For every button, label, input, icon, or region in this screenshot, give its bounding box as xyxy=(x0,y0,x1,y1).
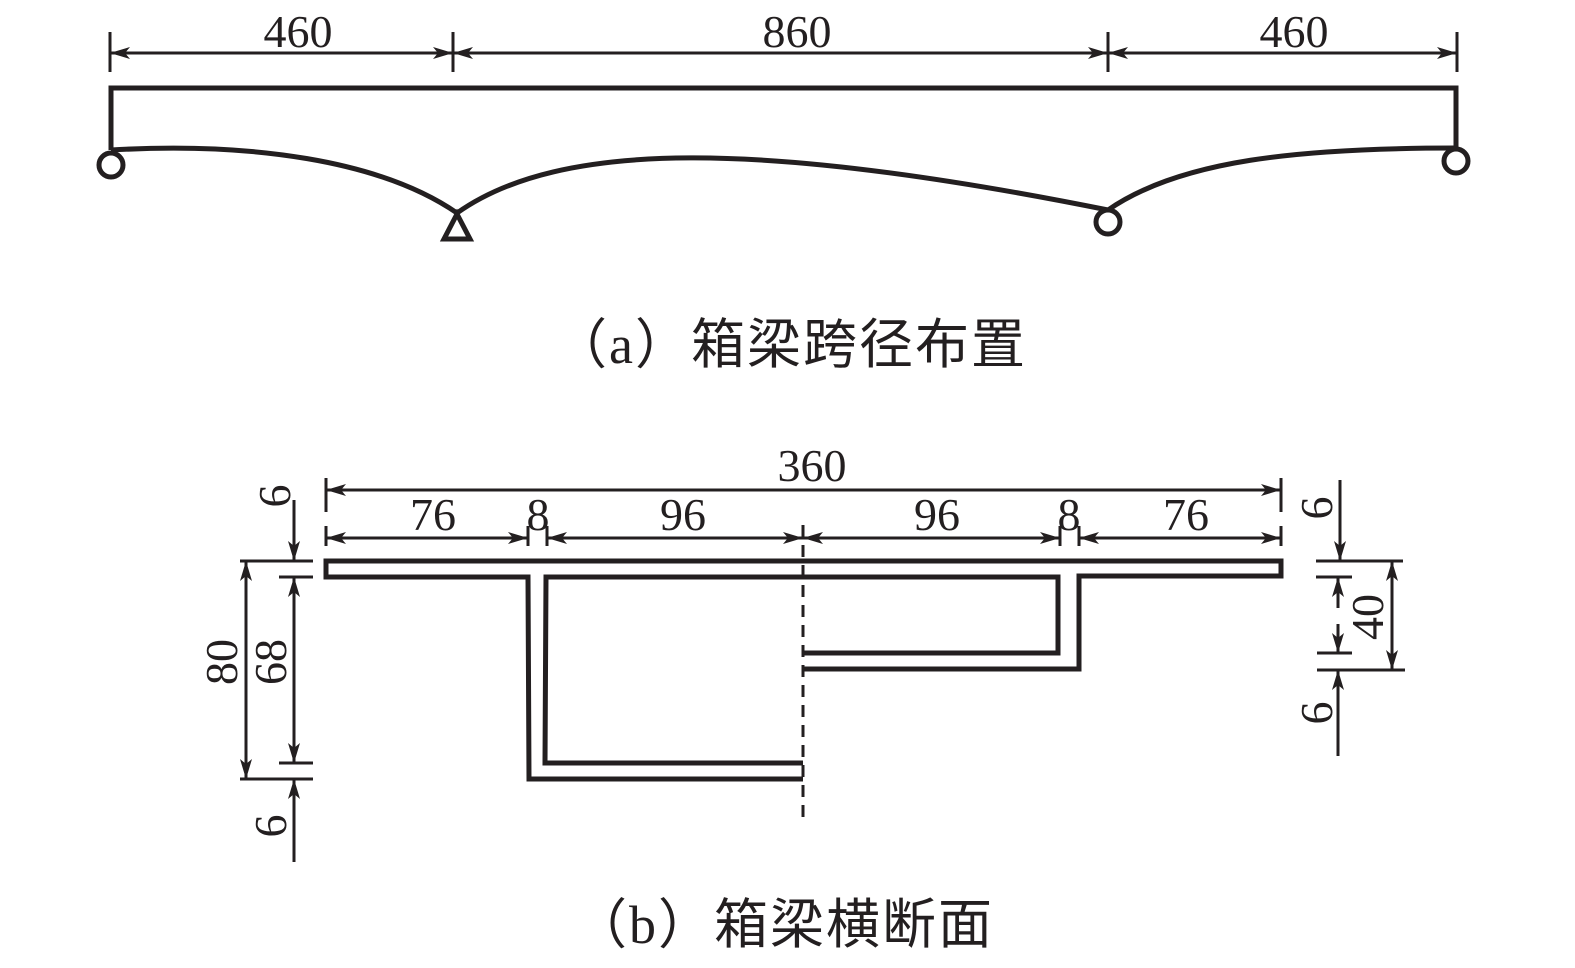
caption-span-layout: （a）箱梁跨径布置 xyxy=(553,315,1027,375)
left-height-dimensions xyxy=(240,500,313,862)
girder-elevation xyxy=(108,85,1459,216)
span-1-label: 460 xyxy=(264,6,333,57)
top-flange-right-label: 6 xyxy=(1291,497,1342,520)
seg-1-label: 76 xyxy=(410,489,456,540)
section-outline xyxy=(323,558,1284,782)
outer-height-right-label: 40 xyxy=(1342,594,1393,640)
width-dimensions xyxy=(324,478,1283,546)
girder-soffit-span-3 xyxy=(1106,145,1457,213)
bottom-flange-right-label: 6 xyxy=(1291,702,1342,725)
left-half-outer xyxy=(323,558,803,782)
girder-soffit-span-2 xyxy=(455,155,1109,216)
span-2-label: 860 xyxy=(763,6,832,57)
roller-support-icon xyxy=(1441,146,1471,176)
roller-support-icon xyxy=(1093,207,1123,237)
outer-height-left-label: 80 xyxy=(196,639,247,685)
right-half-inner xyxy=(803,574,1061,656)
seg-6-label: 76 xyxy=(1163,489,1209,540)
bottom-flange-left-label: 6 xyxy=(245,815,296,838)
seg-2-label: 8 xyxy=(527,489,550,540)
supports xyxy=(96,146,1471,242)
caption-cross-section: （b）箱梁横断面 xyxy=(573,895,994,955)
span-layout: 460 860 460 xyxy=(96,6,1471,242)
left-half-inner xyxy=(542,574,803,766)
seg-5-label: 8 xyxy=(1058,489,1081,540)
right-half-outer xyxy=(803,558,1284,672)
roller-support-icon xyxy=(96,150,126,180)
top-flange-left-label: 6 xyxy=(249,485,300,508)
span-3-label: 460 xyxy=(1260,6,1329,57)
cross-section: 360 76 8 96 96 8 76 6 80 68 xyxy=(196,440,1405,862)
pin-support-icon xyxy=(439,208,475,242)
span-dimension-line xyxy=(108,32,1459,72)
seg-3-label: 96 xyxy=(660,489,706,540)
seg-4-label: 96 xyxy=(914,489,960,540)
right-height-dimensions xyxy=(1316,480,1405,756)
inner-height-left-label: 68 xyxy=(245,639,296,685)
girder-top-edge xyxy=(108,85,1459,150)
overall-width-label: 360 xyxy=(778,440,847,491)
girder-soffit-span-1 xyxy=(110,145,459,216)
